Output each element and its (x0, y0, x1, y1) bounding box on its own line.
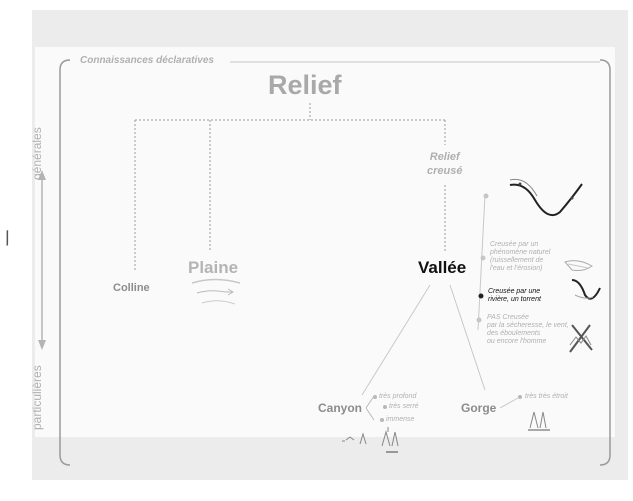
edge-vallee-canyon (361, 284, 431, 396)
valley-edge-icon (509, 178, 538, 197)
river-valley-icon (571, 279, 601, 300)
p1-line: Creusée par un (490, 241, 539, 248)
bullet-p3 (476, 317, 482, 323)
vallee-prop-1: Creusée par un phénomène naturel (ruisse… (490, 241, 550, 273)
plaine-arrow-icon (196, 288, 234, 296)
p3-line: des éboulements (487, 330, 541, 337)
vallee-prop-3: PAS Creusée par la sécheresse, le vent, … (487, 314, 569, 346)
bullet-shape (483, 193, 489, 199)
node-plaine: Plaine (188, 258, 239, 277)
plaine-hand-icon (201, 300, 236, 305)
plaine-curve-icon (191, 278, 241, 284)
p1-line: (ruissellement de (490, 257, 544, 264)
node-gorge: Gorge (461, 401, 497, 415)
canyon-hands-icon (342, 427, 399, 453)
hand-icon (564, 260, 593, 271)
node-relief-creuse: Relief creusé (427, 150, 462, 178)
vallee-prop-2: Creusée par une rivière, un torrent (488, 288, 541, 304)
prop-spine (477, 194, 486, 331)
crossed-out-icon (569, 324, 593, 353)
section-label: Connaissances déclaratives (80, 55, 214, 66)
valley-curve-icon (509, 183, 583, 216)
node-vallee: Vallée (418, 258, 467, 277)
side-label-particular: particulières (30, 365, 44, 430)
gorge-hands-icon (528, 411, 550, 431)
node-colline: Colline (113, 282, 150, 294)
relief-creuse-line1: Relief (429, 151, 460, 163)
scale-arrow-up (38, 170, 46, 180)
diagram-panel (35, 47, 615, 437)
scale-arrow-down (38, 340, 46, 350)
p1-line: l'eau et l'érosion) (490, 265, 543, 272)
canyon-prop: très serré (389, 403, 419, 410)
p3-line: par la sécheresse, le vent, (487, 322, 569, 329)
node-canyon: Canyon (318, 401, 363, 415)
canyon-prop: immense (386, 416, 415, 423)
left-bracket (59, 59, 71, 466)
p3-line: PAS Creusée (487, 314, 529, 321)
bullet-p1 (480, 255, 486, 261)
right-bracket (599, 59, 611, 466)
side-label-general: générales (30, 127, 44, 180)
canyon-prop: très profond (379, 393, 417, 400)
root-node-relief: Relief (268, 70, 342, 100)
p3-line: ou encore l'homme (487, 338, 547, 345)
bullet-p2 (478, 293, 484, 299)
p2-line: Creusée par une (488, 288, 541, 295)
relief-creuse-line2: creusé (427, 165, 463, 177)
p2-line: rivière, un torrent (488, 296, 541, 303)
p1-line: phénomène naturel (490, 249, 551, 256)
gorge-prop: très très étroit (525, 393, 568, 400)
edge-vallee-gorge (449, 284, 486, 391)
